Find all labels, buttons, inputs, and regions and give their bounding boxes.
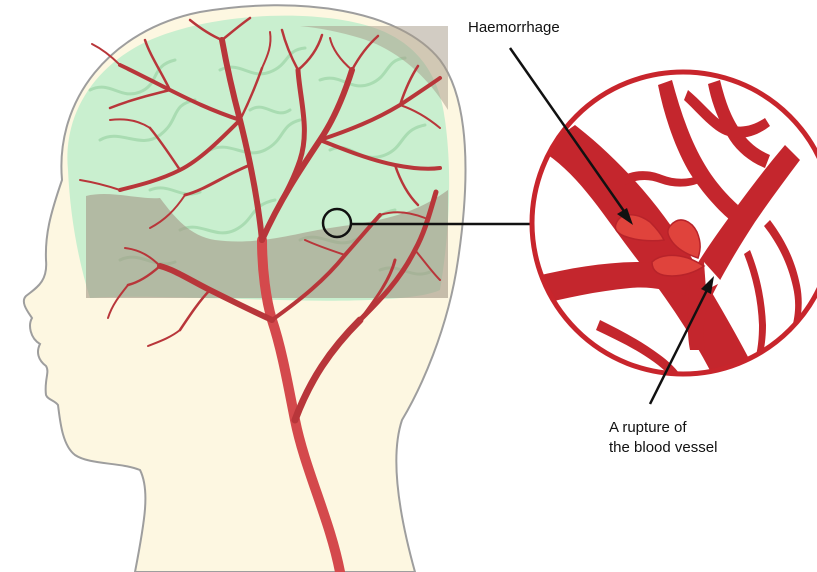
haemorrhage-label: Haemorrhage	[468, 18, 560, 38]
rupture-label-line2: the blood vessel	[609, 438, 717, 458]
rupture-label-line1: A rupture of	[609, 418, 717, 438]
rupture-label: A rupture of the blood vessel	[609, 418, 717, 458]
